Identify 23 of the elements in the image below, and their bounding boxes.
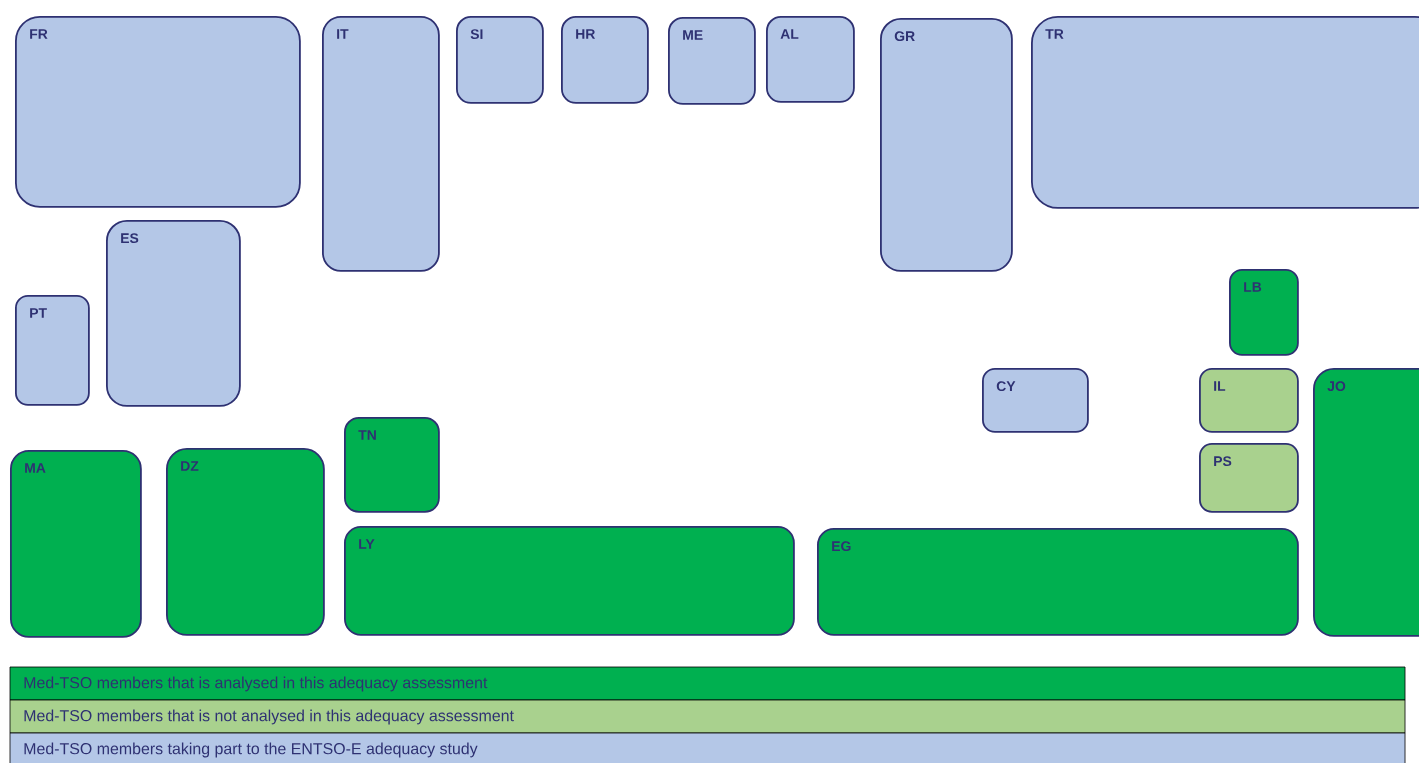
legend-row: Med-TSO members that is not analysed in this adequacy assessment [9,699,1406,734]
country-box: AL [766,16,855,103]
country-box: MA [10,450,142,638]
country-box: LB [1229,269,1299,356]
country-box: PT [15,295,90,406]
country-box: TN [344,417,440,513]
country-box: FR [15,16,301,208]
country-box: IL [1199,368,1299,433]
country-box: IT [322,16,440,272]
country-box: LY [344,526,795,636]
legend-row: Med-TSO members that is analysed in this adequacy assessment [9,666,1406,701]
country-box: DZ [166,448,325,636]
legend-row: Med-TSO members taking part to the ENTSO-E adequacy study [9,732,1406,763]
country-box: PS [1199,443,1299,513]
country-box: JO [1313,368,1419,637]
country-box: ME [668,17,756,105]
country-box: HR [561,16,649,104]
country-box: ES [106,220,241,407]
country-box: SI [456,16,544,104]
country-box: EG [817,528,1299,636]
country-box: GR [880,18,1013,272]
country-box: CY [982,368,1089,433]
country-box: TR [1031,16,1419,209]
